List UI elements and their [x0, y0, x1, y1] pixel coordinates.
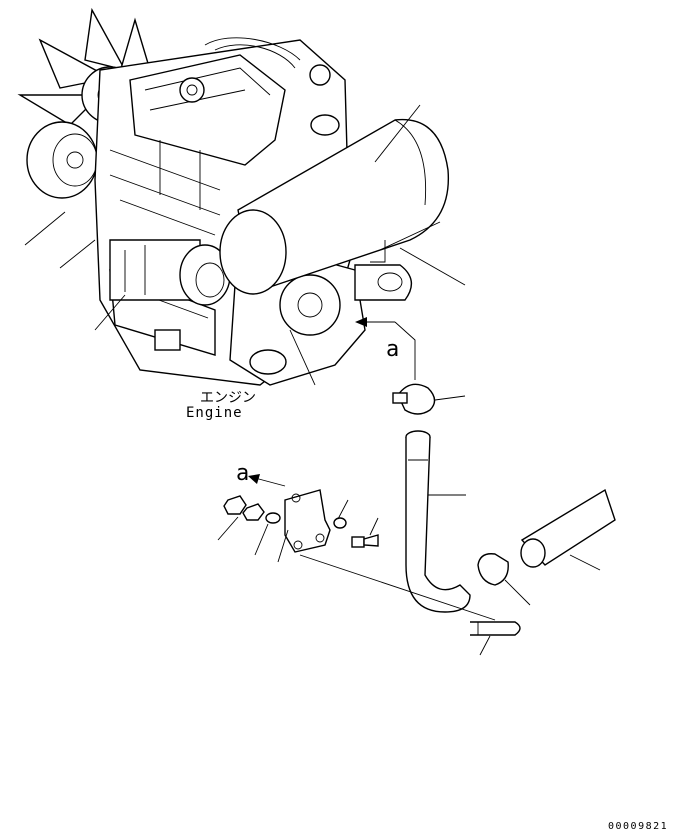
extension-pipe: [520, 488, 616, 571]
view-arrow-lower: [248, 474, 286, 487]
engine-label-jp: エンジン: [200, 390, 256, 406]
engine-label-en: Engine: [186, 405, 243, 421]
hose-clamp: [392, 383, 466, 415]
bolt: [351, 517, 379, 548]
tail-pipe: [405, 430, 471, 613]
muffler: [219, 118, 450, 295]
pipe-clamp: [477, 553, 531, 606]
drawing-number: 00009821: [608, 821, 668, 832]
mount-bracket: [277, 489, 331, 563]
alternator: [26, 121, 98, 199]
nuts: [217, 495, 265, 541]
washers: [254, 499, 349, 556]
u-bolt: [299, 554, 521, 656]
leader-lines-upper: [24, 104, 466, 386]
engine-assembly: [17, 7, 450, 386]
view-mark-a-bottom: a: [236, 461, 249, 486]
starter-motor: [109, 239, 231, 306]
view-mark-a-top: a: [386, 337, 399, 362]
